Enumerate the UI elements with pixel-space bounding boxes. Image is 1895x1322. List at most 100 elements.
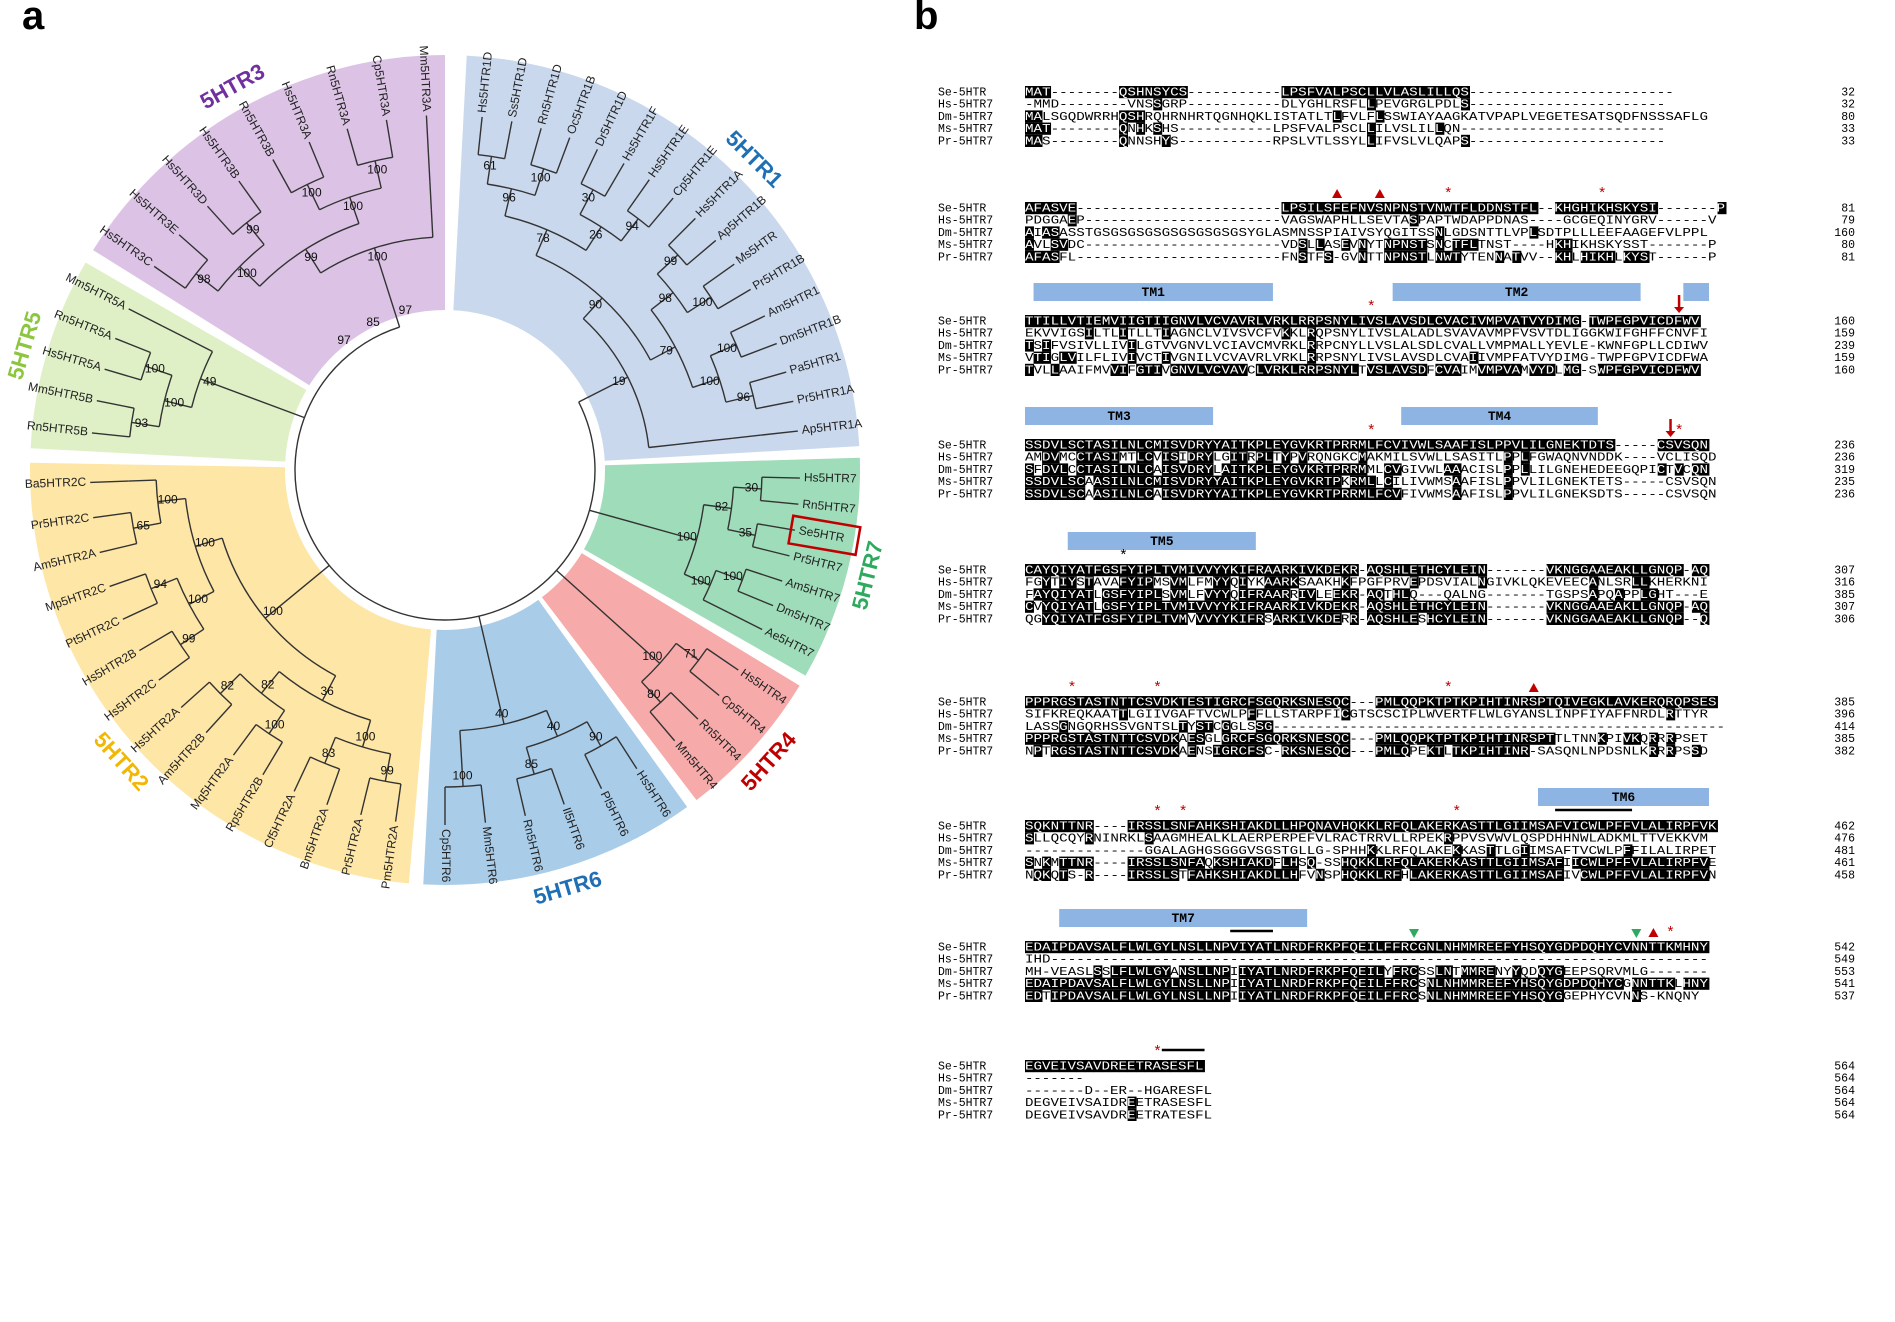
residue: S: [1460, 135, 1469, 148]
residue: H: [1486, 733, 1495, 746]
residue: E: [1324, 589, 1333, 602]
residue: -: [1213, 135, 1222, 148]
residue: A: [1460, 488, 1469, 501]
residue: S: [1076, 227, 1085, 240]
residue: S: [1332, 857, 1341, 870]
residue: D: [1068, 239, 1077, 252]
residue: Y: [1162, 966, 1171, 979]
residue: W: [1682, 316, 1691, 329]
residue: Q: [1699, 452, 1708, 465]
residue: R: [1452, 709, 1461, 722]
residue: M: [1460, 966, 1469, 979]
residue: -: [1187, 135, 1196, 148]
residue: S: [1298, 251, 1307, 264]
residue: N: [1179, 364, 1188, 377]
residue: K: [1460, 733, 1469, 746]
residue: G: [1136, 364, 1145, 377]
residue: -: [1230, 203, 1239, 216]
residue: L: [1085, 352, 1094, 365]
residue: L: [1495, 857, 1504, 870]
residue: -: [1674, 721, 1683, 734]
residue: S: [1281, 709, 1290, 722]
residue: T: [1059, 869, 1068, 882]
residue: A: [1631, 227, 1640, 240]
residue: K: [1315, 565, 1324, 578]
residue: C: [1435, 316, 1444, 329]
residue: -: [1588, 87, 1597, 100]
residue: -: [1699, 966, 1708, 979]
residue: T: [1469, 251, 1478, 264]
residue: S: [1384, 601, 1393, 614]
residue: C: [1136, 697, 1145, 710]
residue: -: [1648, 99, 1657, 112]
residue: I: [1409, 464, 1418, 477]
residue: L: [1631, 966, 1640, 979]
residue: S: [1392, 111, 1401, 124]
residue: S: [1477, 833, 1486, 846]
residue: L: [1443, 452, 1452, 465]
residue: Y: [1281, 488, 1290, 501]
residue: G: [1588, 328, 1597, 341]
residue: E: [1025, 328, 1034, 341]
residue: A: [1042, 978, 1051, 991]
residue: A: [1221, 488, 1230, 501]
residue: P: [1631, 316, 1640, 329]
residue: V: [1247, 340, 1256, 353]
residue: P: [1145, 589, 1154, 602]
residue: P: [1332, 123, 1341, 136]
residue: T: [1119, 697, 1128, 710]
residue: -: [1699, 215, 1708, 228]
residue: Y: [1247, 227, 1256, 240]
residue: L: [1452, 565, 1461, 578]
residue: -: [1068, 123, 1077, 136]
residue: V: [1401, 364, 1410, 377]
residue: F: [1657, 227, 1666, 240]
sequence-name: Pr-5HTR7: [938, 869, 993, 882]
bootstrap-label: 100: [237, 266, 257, 280]
residue: -: [1529, 565, 1538, 578]
residue: P: [1435, 99, 1444, 112]
site-triangle-marker: [1332, 189, 1342, 198]
residue: T: [1238, 476, 1247, 489]
residue: D: [1529, 966, 1538, 979]
residue: F: [1324, 709, 1333, 722]
residue: A: [1025, 239, 1034, 252]
residue: A: [1085, 697, 1094, 710]
residue: I: [1648, 203, 1657, 216]
residue: K: [1554, 251, 1563, 264]
residue: -: [1495, 601, 1504, 614]
residue: E: [1409, 565, 1418, 578]
residue: -: [1648, 488, 1657, 501]
residue: E: [1588, 464, 1597, 477]
residue: A: [1093, 488, 1102, 501]
residue: R: [1196, 476, 1205, 489]
residue: S: [1153, 869, 1162, 882]
residue: -: [1631, 87, 1640, 100]
residue: L: [1324, 135, 1333, 148]
residue: V: [1273, 328, 1282, 341]
site-star-marker: *: [1598, 186, 1607, 203]
residue: F: [1469, 488, 1478, 501]
residue: V: [1059, 203, 1068, 216]
residue: E: [1460, 565, 1469, 578]
residue: V: [1648, 215, 1657, 228]
residue: S: [1367, 227, 1376, 240]
residue: -: [1554, 215, 1563, 228]
residue: N: [1623, 745, 1632, 758]
residue: A: [1401, 87, 1410, 100]
residue: K: [1290, 613, 1299, 626]
residue: S: [1256, 721, 1265, 734]
residue: L: [1093, 340, 1102, 353]
residue: Y: [1068, 577, 1077, 590]
residue: D: [1674, 340, 1683, 353]
residue: -: [1623, 488, 1632, 501]
residue: L: [1307, 239, 1316, 252]
residue: E: [1699, 589, 1708, 602]
residue: E: [1093, 316, 1102, 329]
residue: I: [1469, 601, 1478, 614]
bootstrap-label: 99: [182, 631, 196, 645]
residue: V: [1307, 123, 1316, 136]
residue: V: [1418, 135, 1427, 148]
bootstrap-label: 100: [367, 250, 387, 264]
